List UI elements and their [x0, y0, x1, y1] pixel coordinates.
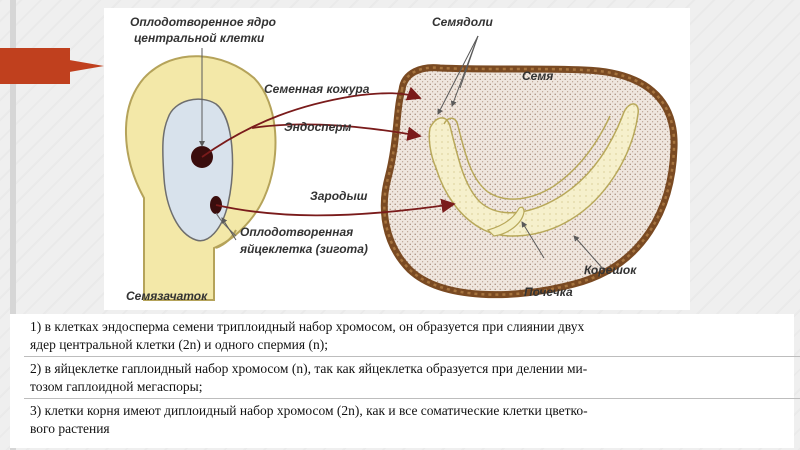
- answer-1-line1: 1) в клетках эндосперма семени триплоидн…: [30, 317, 584, 337]
- answer-3-line1: 3) клетки корня имеют диплоидный набор х…: [30, 401, 588, 421]
- ovule-drawing: [126, 56, 276, 300]
- label-zygote-line2: яйцеклетка (зигота): [240, 241, 368, 257]
- label-ovule: Семязачаток: [126, 288, 207, 304]
- label-central-nucleus-line2: центральной клетки: [134, 30, 264, 46]
- label-central-nucleus-line1: Оплодотворенное ядро: [130, 14, 276, 30]
- seed-drawing: [384, 68, 674, 295]
- label-plumule: Почечка: [524, 284, 573, 300]
- label-radicle: Корешок: [584, 262, 636, 278]
- divider: [24, 398, 800, 399]
- answer-panel: 1) в клетках эндосперма семени триплоидн…: [10, 314, 794, 448]
- red-accent-tab-tip: [0, 48, 104, 84]
- seed-diagram: Оплодотворенное ядро центральной клетки …: [104, 8, 690, 310]
- answer-3-line2: вого растения: [30, 419, 110, 439]
- label-embryo: Зародыш: [310, 188, 367, 204]
- label-endosperm: Эндосперм: [284, 119, 351, 135]
- label-zygote-line1: Оплодотворенная: [240, 224, 353, 240]
- label-seed: Семя: [522, 68, 553, 84]
- label-seed-coat: Семенная кожура: [264, 81, 369, 97]
- answer-2-line2: тозом гаплоидной мегаспоры;: [30, 377, 202, 397]
- answer-2-line1: 2) в яйцеклетке гаплоидный набор хромосо…: [30, 359, 587, 379]
- label-cotyledons: Семядоли: [432, 14, 493, 30]
- divider: [24, 356, 800, 357]
- answer-1-line2: ядер центральной клетки (2n) и одного сп…: [30, 335, 328, 355]
